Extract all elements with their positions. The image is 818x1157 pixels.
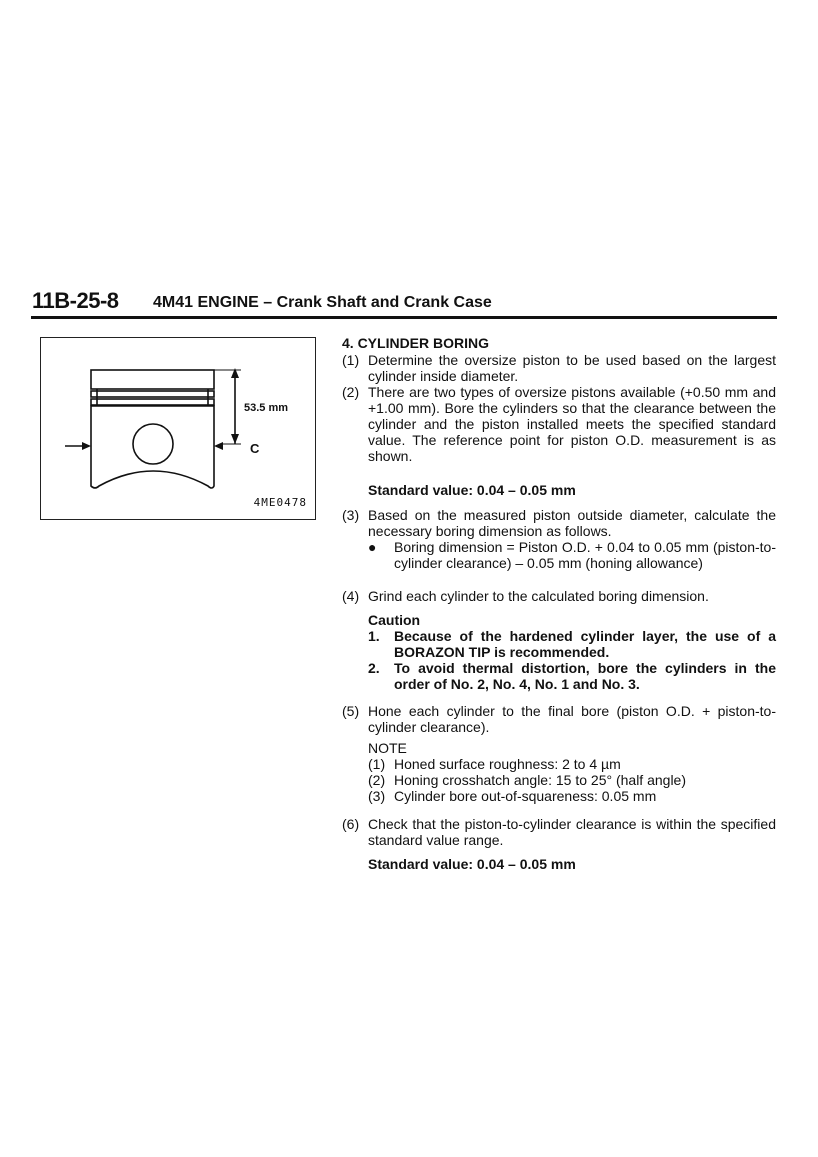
step-text: Hone each cylinder to the final bore (pi… bbox=[368, 703, 776, 735]
step-num: (5) bbox=[342, 703, 360, 719]
note-text: Honed surface roughness: 2 to 4 µm bbox=[394, 756, 621, 772]
note: NOTE (1) Honed surface roughness: 2 to 4 … bbox=[342, 740, 776, 804]
page-title: 4M41 ENGINE – Crank Shaft and Crank Case bbox=[153, 294, 492, 311]
note-text: Cylinder bore out-of-squareness: 0.05 mm bbox=[394, 788, 657, 804]
step-2: (2) There are two types of oversize pisto… bbox=[342, 384, 776, 464]
dimension-label: 53.5 mm bbox=[244, 402, 289, 414]
point-c-label: C bbox=[250, 441, 260, 456]
step-text: Determine the oversize piston to be used… bbox=[368, 352, 776, 384]
step-num: (1) bbox=[342, 352, 360, 368]
step-1: (1) Determine the oversize piston to be u… bbox=[342, 352, 776, 384]
step-text: Check that the piston-to-cylinder cleara… bbox=[368, 816, 776, 848]
section-heading: 4. CYLINDER BORING bbox=[342, 335, 490, 351]
page-number: 11B-25-8 bbox=[32, 288, 119, 313]
step-3: (3) Based on the measured piston outside … bbox=[342, 507, 776, 571]
caution-text: Because of the hardened cylinder layer, … bbox=[394, 628, 776, 660]
step-num: (6) bbox=[342, 816, 360, 832]
standard-value-1: Standard value: 0.04 – 0.05 mm bbox=[368, 482, 576, 498]
step-num: (3) bbox=[342, 507, 360, 523]
step-text: Grind each cylinder to the calculated bo… bbox=[368, 588, 709, 604]
caution-num: 2. bbox=[368, 660, 380, 676]
step-6: (6) Check that the piston-to-cylinder cle… bbox=[342, 816, 776, 848]
note-text: Honing crosshatch angle: 15 to 25° (half… bbox=[394, 772, 687, 788]
step-text: Based on the measured piston outside dia… bbox=[368, 507, 776, 539]
note-title: NOTE bbox=[368, 740, 407, 756]
step-text: There are two types of oversize pistons … bbox=[368, 384, 776, 464]
bullet-icon: ● bbox=[368, 539, 377, 555]
piston-figure: 53.5 mm C 4ME0478 bbox=[40, 337, 316, 520]
caution-title: Caution bbox=[368, 612, 421, 628]
note-num: (3) bbox=[368, 788, 386, 804]
note-num: (2) bbox=[368, 772, 386, 788]
note-num: (1) bbox=[368, 756, 386, 772]
standard-value-2: Standard value: 0.04 – 0.05 mm bbox=[368, 856, 576, 872]
header-rule bbox=[31, 316, 777, 319]
step-4: (4) Grind each cylinder to the calculated… bbox=[342, 588, 776, 604]
step-num: (2) bbox=[342, 384, 360, 400]
caution-num: 1. bbox=[368, 628, 380, 644]
step-5: (5) Hone each cylinder to the final bore … bbox=[342, 703, 776, 735]
bullet-text: Boring dimension = Piston O.D. + 0.04 to… bbox=[394, 539, 776, 571]
step-num: (4) bbox=[342, 588, 360, 604]
figure-id: 4ME0478 bbox=[253, 496, 307, 509]
caution-text: To avoid thermal distortion, bore the cy… bbox=[394, 660, 776, 692]
caution: Caution 1. Because of the hardened cylind… bbox=[342, 612, 776, 692]
piston-diagram bbox=[65, 368, 241, 489]
